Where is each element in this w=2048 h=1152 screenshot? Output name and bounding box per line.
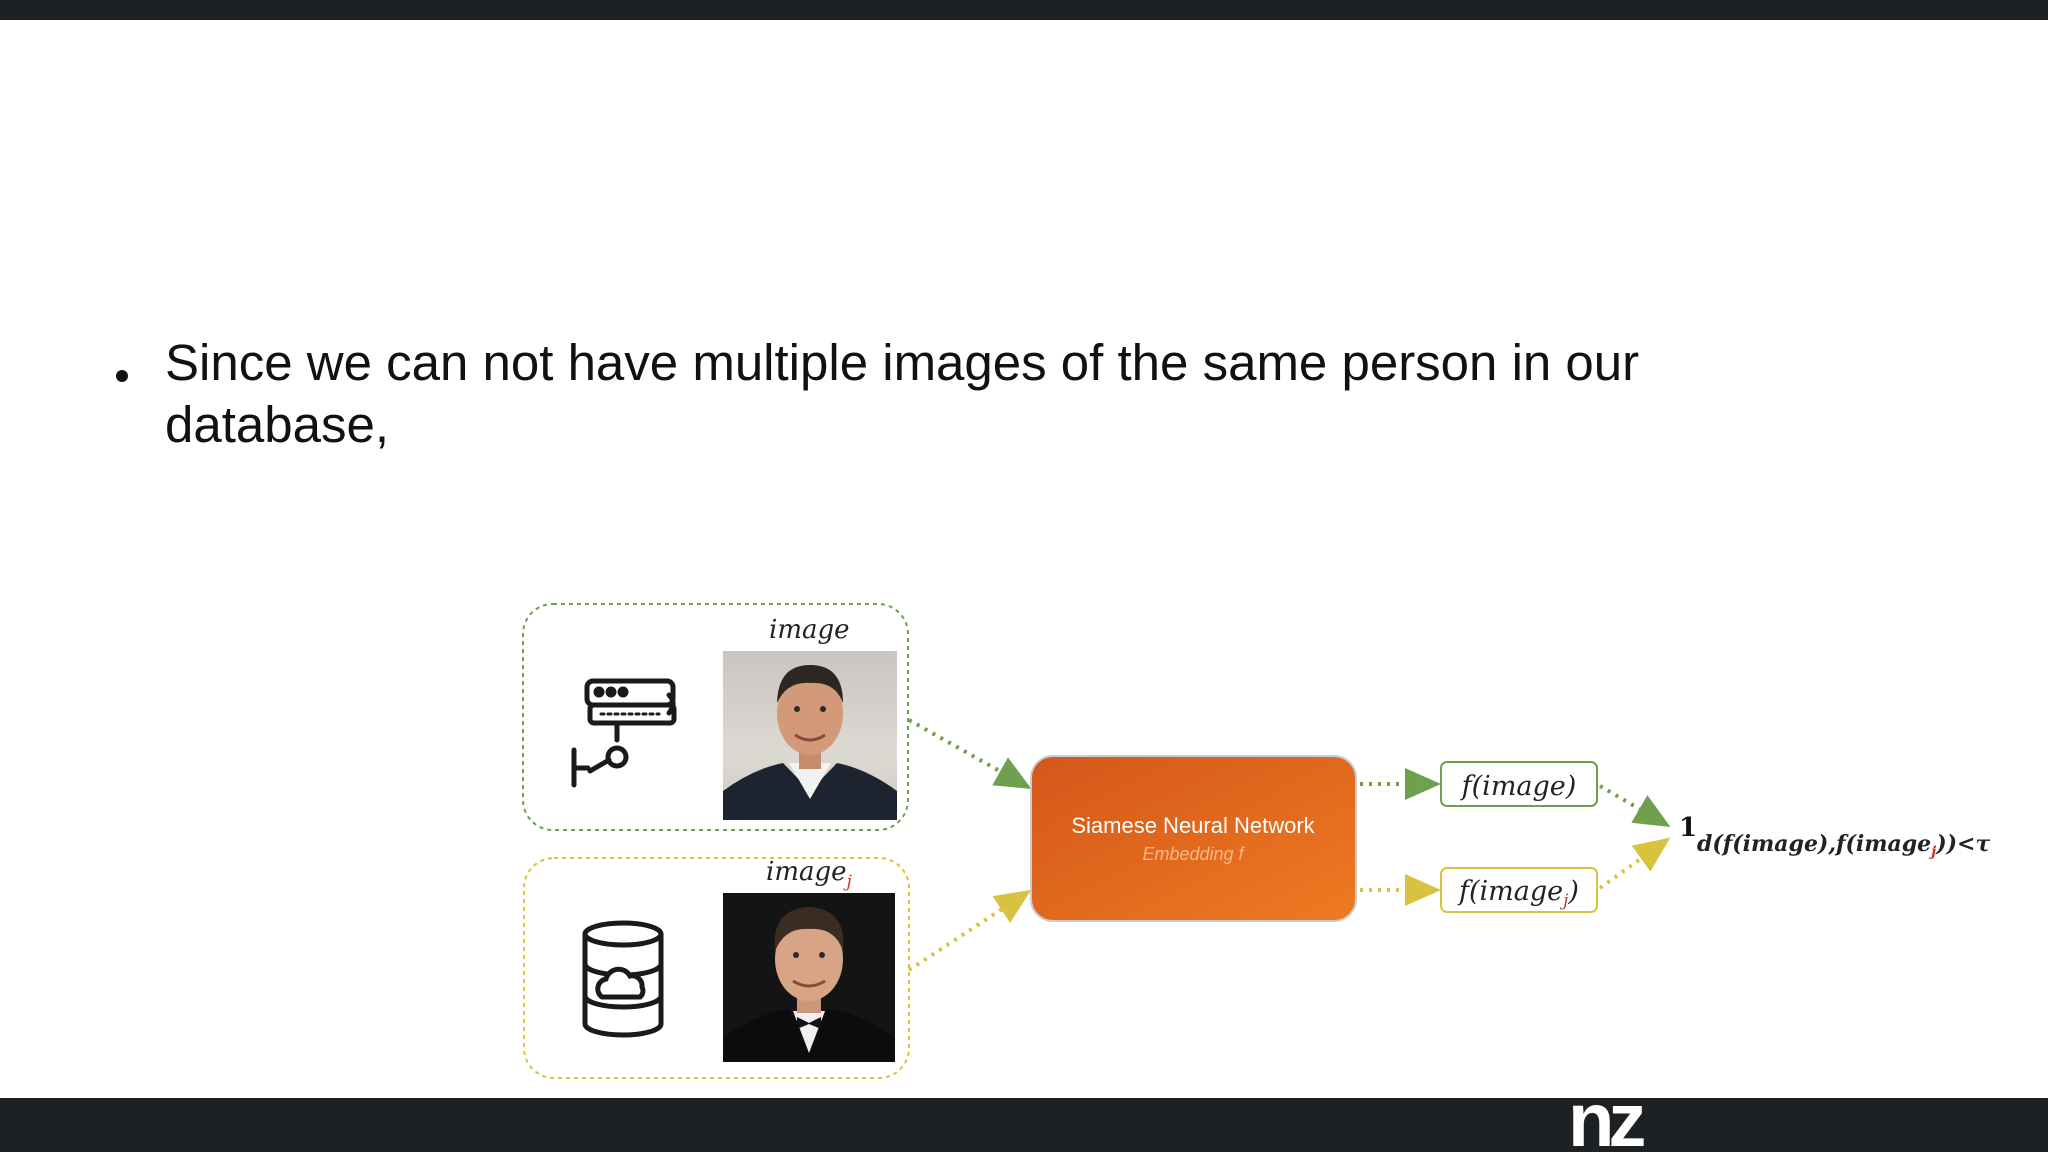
query-embedding-label: f(image) bbox=[1460, 771, 1577, 802]
query-face-photo bbox=[723, 651, 897, 820]
indicator-symbol: 1 bbox=[1679, 813, 1697, 843]
database-image-label-base: image bbox=[766, 857, 847, 887]
database-embedding-box bbox=[1440, 867, 1598, 913]
cloud-database-icon bbox=[582, 920, 664, 1038]
database-face-illustration bbox=[723, 893, 895, 1062]
database-embedding-label: f(imagej) bbox=[1457, 876, 1579, 911]
database-image-group bbox=[523, 857, 910, 1079]
logo: nz bbox=[1568, 1090, 1646, 1152]
indicator-condition-tail: ))<τ bbox=[1935, 831, 1990, 857]
query-face-illustration bbox=[723, 665, 897, 820]
network-title: Siamese Neural Network bbox=[1071, 813, 1315, 838]
security-camera-icon bbox=[571, 678, 677, 788]
database-face-photo bbox=[723, 893, 895, 1062]
query-image-label: image bbox=[769, 615, 850, 645]
bullet-point: Since we can not have multiple images of… bbox=[112, 332, 1672, 456]
query-image-group bbox=[522, 603, 909, 831]
siamese-network-box bbox=[1030, 755, 1357, 922]
query-embedding-box bbox=[1440, 761, 1598, 807]
database-embedding-label-subscript: j bbox=[1559, 891, 1569, 911]
bullet-marker bbox=[116, 370, 128, 382]
query-to-network-arrow bbox=[908, 718, 1032, 789]
bullet-text: Since we can not have multiple images of… bbox=[165, 334, 1640, 453]
database-embedding-to-indicator-arrow bbox=[1598, 837, 1671, 890]
indicator-condition-subscript: j bbox=[1928, 844, 1936, 860]
query-embedding-to-indicator-arrow bbox=[1598, 784, 1671, 828]
database-embedding-label-close: ) bbox=[1567, 876, 1579, 907]
database-image-label-subscript: j bbox=[843, 872, 853, 892]
top-bar bbox=[0, 0, 2048, 20]
database-embedding-label-base: f(image bbox=[1457, 876, 1563, 907]
database-image-label: imagej bbox=[766, 857, 853, 892]
database-to-network-arrow bbox=[907, 889, 1032, 972]
bottom-bar bbox=[0, 1098, 2048, 1152]
indicator-condition-main: d(f(image),f(image bbox=[1697, 831, 1931, 857]
network-subtitle: Embedding f bbox=[1142, 844, 1245, 864]
indicator-condition: d(f(image),f(imagej))<τ bbox=[1697, 831, 1990, 860]
